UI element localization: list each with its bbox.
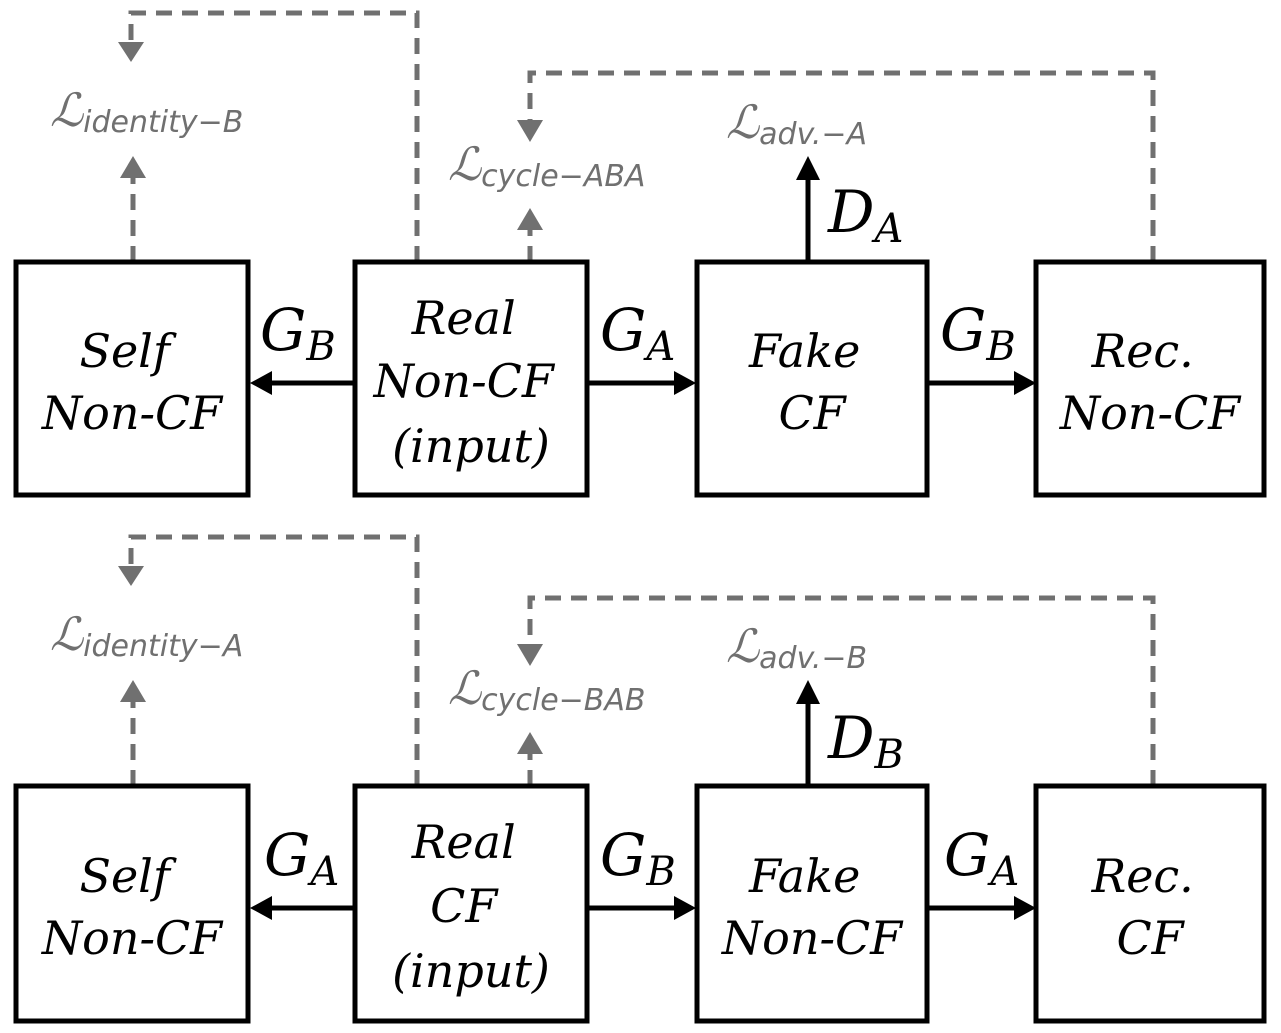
row-2: Self Non-CF Real CF (input) Fake Non-CF …: [13, 534, 1267, 1024]
cycle-loss-path: [527, 595, 1156, 786]
box-fake-line-1: Fake: [748, 849, 860, 903]
box-fake: [694, 259, 930, 498]
cycle-loss-label: ℒcycle−ABA: [448, 137, 645, 194]
generator-label-right: GB: [940, 296, 1016, 370]
box-real-line-1: Real: [411, 291, 516, 345]
adv-loss-label: ℒadv.−A: [726, 95, 867, 152]
box-self-line-1: Self: [79, 849, 176, 903]
box-self-line-2: Non-CF: [41, 386, 224, 440]
generator-arrow-left-head: [250, 371, 272, 395]
cycle-loss-label: ℒcycle−BAB: [448, 661, 646, 718]
cycle-loss-arrowhead: [517, 120, 543, 142]
generator-label-left: GB: [260, 296, 336, 370]
adv-loss-label: ℒadv.−B: [726, 619, 867, 676]
generator-label-left: GA: [264, 821, 339, 895]
discriminator-arrowhead: [796, 680, 820, 704]
identity-loss-arrowhead: [118, 566, 144, 586]
box-fake-line-1: Fake: [748, 324, 860, 378]
box-real-line-3: (input): [392, 944, 550, 998]
discriminator-label: DA: [827, 178, 903, 252]
box-rec: [1033, 783, 1267, 1024]
box-rec: [1033, 259, 1267, 498]
box-self-line-1: Self: [79, 324, 176, 378]
generator-label-right: GA: [944, 821, 1019, 895]
svg-text:Self Non-CF: Self Non-CF: [41, 324, 224, 440]
box-rec-line-2: Non-CF: [1059, 386, 1242, 440]
identity-loss-arrowhead: [118, 42, 144, 62]
identity-loss-label: ℒidentity−A: [50, 607, 243, 664]
generator-label-middle: GA: [600, 296, 675, 370]
box-real-line-3: (input): [392, 419, 550, 473]
box-self: [13, 259, 251, 498]
svg-text:Rec. CF: Rec. CF: [1091, 849, 1209, 965]
generator-arrow-left-head: [250, 896, 272, 920]
box-real: [352, 783, 590, 1024]
cycle-loss-input-arrowhead: [517, 732, 543, 754]
cycle-loss-input-arrowhead: [517, 208, 543, 230]
box-rec-line-1: Rec.: [1091, 324, 1194, 378]
cycle-loss-path: [527, 70, 1156, 262]
box-fake-line-2: Non-CF: [721, 911, 904, 965]
svg-text:Real CF (input): Real CF (input): [392, 815, 550, 998]
generator-arrow-middle-head: [674, 896, 696, 920]
identity-loss-label: ℒidentity−B: [50, 83, 243, 140]
box-fake: [694, 783, 930, 1024]
box-self-line-2: Non-CF: [41, 911, 224, 965]
box-real: [352, 259, 590, 498]
box-rec-line-2: CF: [1116, 911, 1185, 965]
generator-arrow-right-head: [1014, 371, 1036, 395]
box-rec-line-1: Rec.: [1091, 849, 1194, 903]
generator-arrow-right-head: [1014, 896, 1036, 920]
cycle-loss-arrowhead: [517, 644, 543, 666]
svg-text:Fake Non-CF: Fake Non-CF: [721, 849, 904, 965]
svg-text:Real Non-CF (input: Real Non-CF (input): [373, 291, 569, 473]
svg-text:Self Non-CF: Self Non-CF: [41, 849, 224, 965]
generator-arrow-middle-head: [674, 371, 696, 395]
identity-loss-path: [128, 534, 420, 786]
box-fake-line-2: CF: [778, 386, 847, 440]
box-self: [13, 783, 251, 1024]
discriminator-arrowhead: [796, 156, 820, 180]
identity-loss-path: [128, 10, 420, 262]
svg-text:Fake CF: Fake CF: [748, 324, 875, 440]
row-1: Self Non-CF Real Non-CF (input) Fake CF …: [13, 10, 1267, 498]
svg-text:Rec. Non-CF: Rec. Non-CF: [1059, 324, 1242, 440]
box-real-line-2: Non-CF: [373, 354, 556, 408]
generator-label-middle: GB: [600, 821, 676, 895]
box-real-line-1: Real: [411, 815, 516, 869]
identity-loss-input-arrowhead: [120, 156, 146, 178]
discriminator-label: DB: [827, 704, 904, 778]
box-real-line-2: CF: [430, 879, 499, 933]
identity-loss-input-arrowhead: [120, 680, 146, 702]
